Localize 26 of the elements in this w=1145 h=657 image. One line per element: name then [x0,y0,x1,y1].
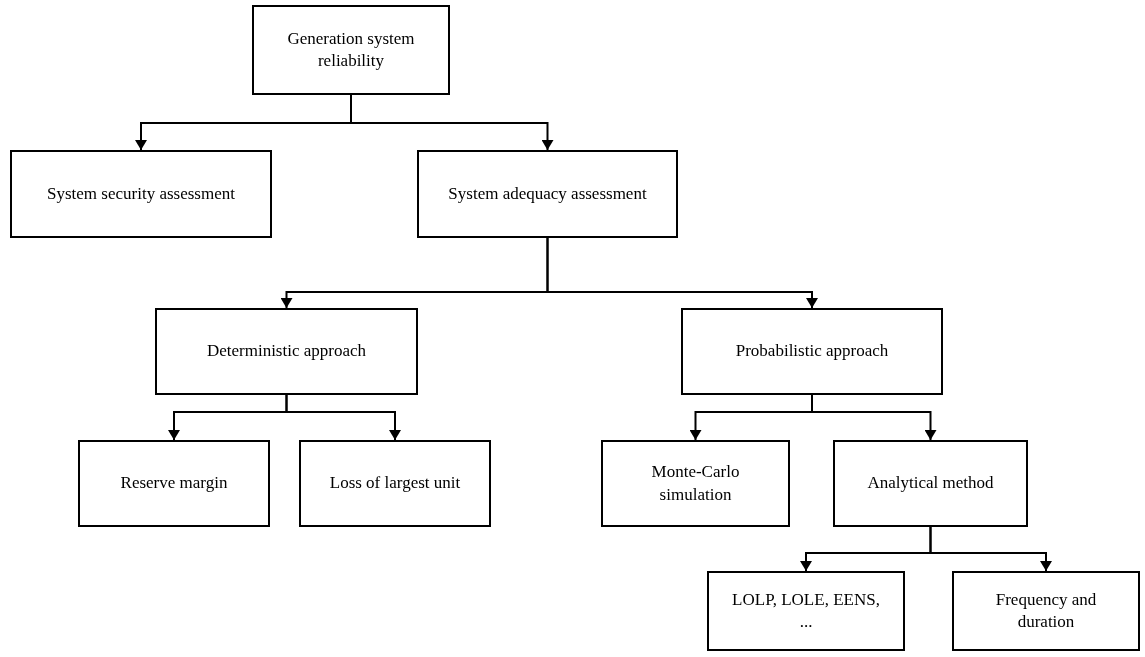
connector-arrow [285,394,401,441]
process-box [833,440,1028,527]
box-label: Generation system reliability [286,27,416,72]
process-box [252,5,450,95]
connector-arrow [929,526,1052,572]
process-box [681,308,943,395]
box-label: Deterministic approach [206,340,367,363]
process-box [707,571,905,651]
box-label: Frequency and duration [994,588,1098,633]
process-box [601,440,790,527]
box-label: System adequacy assessment [448,182,647,205]
connector-arrow [546,237,818,309]
box-label: System security assessment [47,182,235,205]
process-box [417,150,678,238]
box-label: Loss of largest unit [329,472,461,495]
process-box [155,308,418,395]
box-label: Reserve margin [120,472,228,495]
box-label: Monte-Carlo simulation [650,461,741,506]
process-box [299,440,491,527]
process-box [10,150,272,238]
box-label: LOLP, LOLE, EENS, ... [731,588,881,633]
box-label: Probabilistic approach [735,340,889,363]
process-box [78,440,270,527]
box-label: Analytical method [867,472,994,495]
connector-arrow [350,94,554,151]
process-box [952,571,1140,651]
